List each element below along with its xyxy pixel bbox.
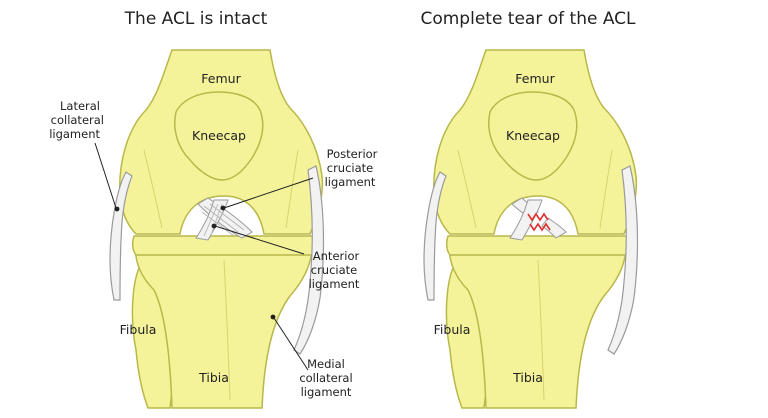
svg-text:cruciate: cruciate — [327, 161, 374, 175]
cruciate-ligaments-intact — [195, 197, 253, 241]
label-fibula: Fibula — [120, 322, 157, 337]
annotation-acl: Anterior cruciate ligament — [211, 223, 360, 291]
svg-text:ligament: ligament — [301, 385, 352, 399]
cruciate-ligaments-torn — [509, 197, 567, 241]
label-tibia: Tibia — [512, 370, 543, 385]
knee-torn: Femur Kneecap Fibula Tibia — [423, 49, 639, 409]
label-femur: Femur — [201, 71, 241, 86]
svg-text:collateral: collateral — [299, 371, 352, 385]
svg-text:cruciate: cruciate — [311, 263, 358, 277]
label-kneecap: Kneecap — [506, 128, 560, 143]
svg-text:Posterior: Posterior — [327, 147, 378, 161]
label-fibula: Fibula — [434, 322, 471, 337]
panel-title-torn: Complete tear of the ACL — [420, 9, 636, 29]
label-tibia: Tibia — [198, 370, 229, 385]
annotation-pcl: Posterior cruciate ligament — [220, 147, 378, 211]
annotation-mcl: Medial collateral ligament — [270, 314, 353, 399]
svg-text:Lateral: Lateral — [60, 99, 100, 113]
svg-text:ligament: ligament — [309, 277, 360, 291]
knee-intact: Femur Kneecap Fibula Tibia — [109, 49, 325, 409]
annotation-lcl: Lateral collateral ligament — [49, 99, 120, 212]
svg-text:Anterior: Anterior — [313, 249, 360, 263]
svg-text:collateral: collateral — [51, 113, 104, 127]
label-femur: Femur — [515, 71, 555, 86]
svg-text:Medial: Medial — [307, 357, 345, 371]
svg-text:ligament: ligament — [49, 127, 100, 141]
svg-text:ligament: ligament — [325, 175, 376, 189]
label-kneecap: Kneecap — [192, 128, 246, 143]
panel-title-intact: The ACL is intact — [124, 9, 268, 29]
